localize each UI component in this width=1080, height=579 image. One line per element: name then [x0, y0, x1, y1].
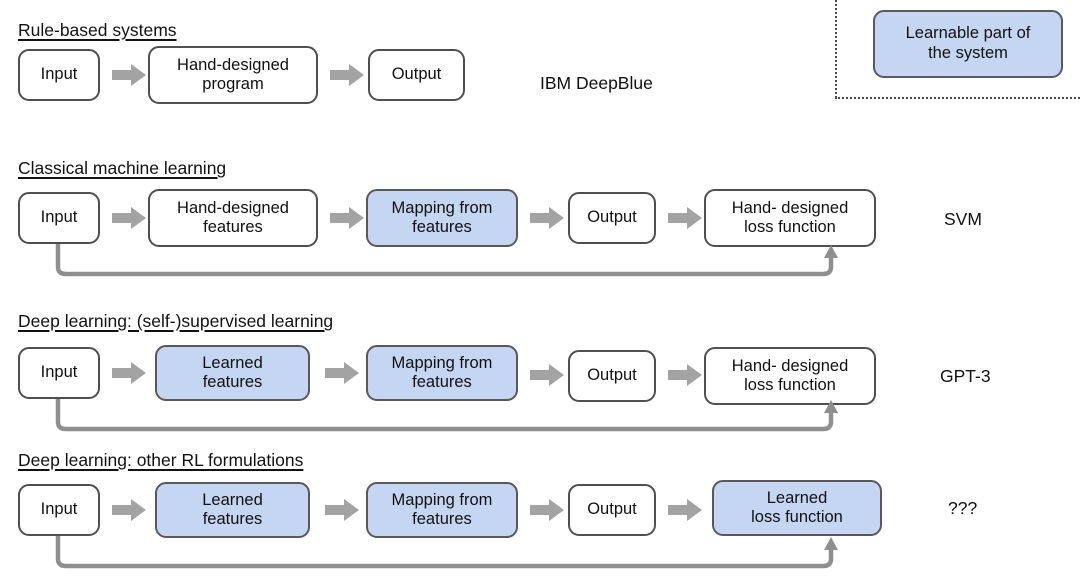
section-title-deep-learning-rl: Deep learning: other RL formulations: [18, 450, 304, 470]
node-hand-designed-loss-row3: Hand- designed loss function: [704, 347, 876, 405]
arrow-right-icon: [112, 63, 146, 87]
node-input-row3: Input: [18, 347, 100, 399]
node-hand-designed-loss-row2: Hand- designed loss function: [704, 189, 876, 247]
node-input-row4: Input: [18, 484, 100, 536]
example-label-row3: GPT-3: [940, 366, 991, 386]
arrow-right-icon: [112, 498, 146, 522]
arrow-right-icon: [668, 206, 702, 230]
node-output-row4: Output: [568, 484, 656, 536]
arrow-right-icon: [330, 206, 364, 230]
example-label-row1: IBM DeepBlue: [540, 73, 653, 93]
node-output-row2: Output: [568, 192, 656, 244]
feedback-loop-row3: [48, 399, 848, 441]
node-output-row1: Output: [368, 49, 465, 101]
arrow-right-icon: [530, 363, 564, 387]
feedback-loop-row4: [48, 536, 848, 578]
node-learned-features-row3: Learned features: [155, 345, 310, 401]
node-mapping-from-features-row2: Mapping from features: [366, 189, 518, 247]
example-label-row2: SVM: [944, 209, 982, 229]
arrow-right-icon: [530, 498, 564, 522]
arrow-right-icon: [325, 361, 359, 385]
arrow-right-icon: [112, 361, 146, 385]
node-learned-features-row4: Learned features: [155, 482, 310, 538]
feedback-loop-row2: [48, 244, 848, 286]
legend-learnable-box: Learnable part of the system: [873, 10, 1063, 78]
node-input-row1: Input: [18, 49, 100, 101]
node-hand-designed-features: Hand-designed features: [148, 189, 318, 247]
arrow-right-icon: [325, 498, 359, 522]
arrow-right-icon: [112, 206, 146, 230]
legend-divider-horizontal: [835, 97, 1080, 99]
node-learned-loss-row4: Learned loss function: [712, 480, 882, 536]
node-input-row2: Input: [18, 192, 100, 244]
legend-divider-vertical: [835, 0, 837, 98]
example-label-row4: ???: [948, 498, 978, 518]
node-mapping-from-features-row3: Mapping from features: [366, 345, 518, 401]
node-hand-designed-program: Hand-designed program: [148, 46, 318, 104]
arrow-right-icon: [530, 206, 564, 230]
arrow-right-icon: [330, 63, 364, 87]
node-mapping-from-features-row4: Mapping from features: [366, 482, 518, 538]
node-output-row3: Output: [568, 350, 656, 402]
arrow-right-icon: [668, 363, 702, 387]
section-title-classical-ml: Classical machine learning: [18, 158, 227, 178]
section-title-deep-learning-supervised: Deep learning: (self-)supervised learnin…: [18, 311, 334, 331]
section-title-rule-based: Rule-based systems: [18, 20, 177, 40]
arrow-right-icon: [668, 498, 702, 522]
